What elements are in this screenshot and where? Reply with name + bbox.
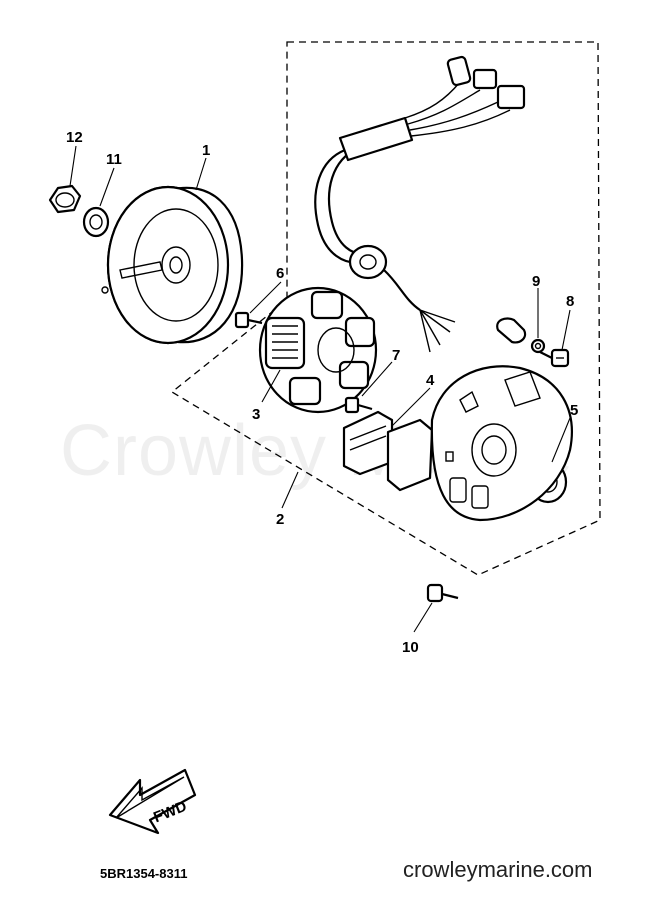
callout-10: 10	[402, 639, 419, 656]
leader-2	[281, 471, 299, 509]
leader-6	[249, 281, 282, 314]
callout-11: 11	[106, 151, 122, 168]
drawing-code: 5BR1354-8311	[100, 866, 188, 881]
pulser-screw-part	[344, 396, 373, 414]
flywheel-rotor-part	[101, 185, 244, 345]
callout-4: 4	[426, 372, 435, 389]
washer-part	[82, 206, 110, 238]
callout-6: 6	[276, 265, 284, 282]
assembly-boundary	[170, 41, 601, 576]
base-screw-part	[426, 583, 459, 603]
callout-12: 12	[66, 129, 83, 146]
callout-7: 7	[392, 347, 400, 364]
callout-1: 1	[202, 142, 210, 159]
nut-part	[48, 184, 82, 214]
stator-base-plate-part	[430, 365, 573, 522]
clamp-washer-part	[496, 317, 546, 354]
leader-5	[551, 417, 571, 463]
leader-10	[413, 602, 433, 633]
callout-5: 5	[570, 402, 578, 419]
leader-8	[561, 309, 571, 351]
leader-4	[391, 387, 431, 427]
leader-7	[361, 361, 393, 397]
callout-9: 9	[532, 273, 540, 290]
plate-screw-part	[539, 348, 570, 368]
callout-8: 8	[566, 293, 574, 310]
leader-1	[195, 157, 207, 191]
callout-2: 2	[276, 511, 284, 528]
leader-11	[99, 167, 115, 207]
wire-harness-part	[314, 55, 526, 353]
stator-screw-part	[234, 311, 263, 329]
pulser-coil-part	[342, 410, 434, 492]
callout-3: 3	[252, 406, 260, 423]
stator-coil-part	[258, 286, 378, 414]
site-link[interactable]: crowleymarine.com	[403, 857, 593, 882]
forward-arrow-icon: FWD	[108, 768, 197, 835]
leader-12	[69, 145, 77, 187]
leader-3	[261, 369, 281, 403]
